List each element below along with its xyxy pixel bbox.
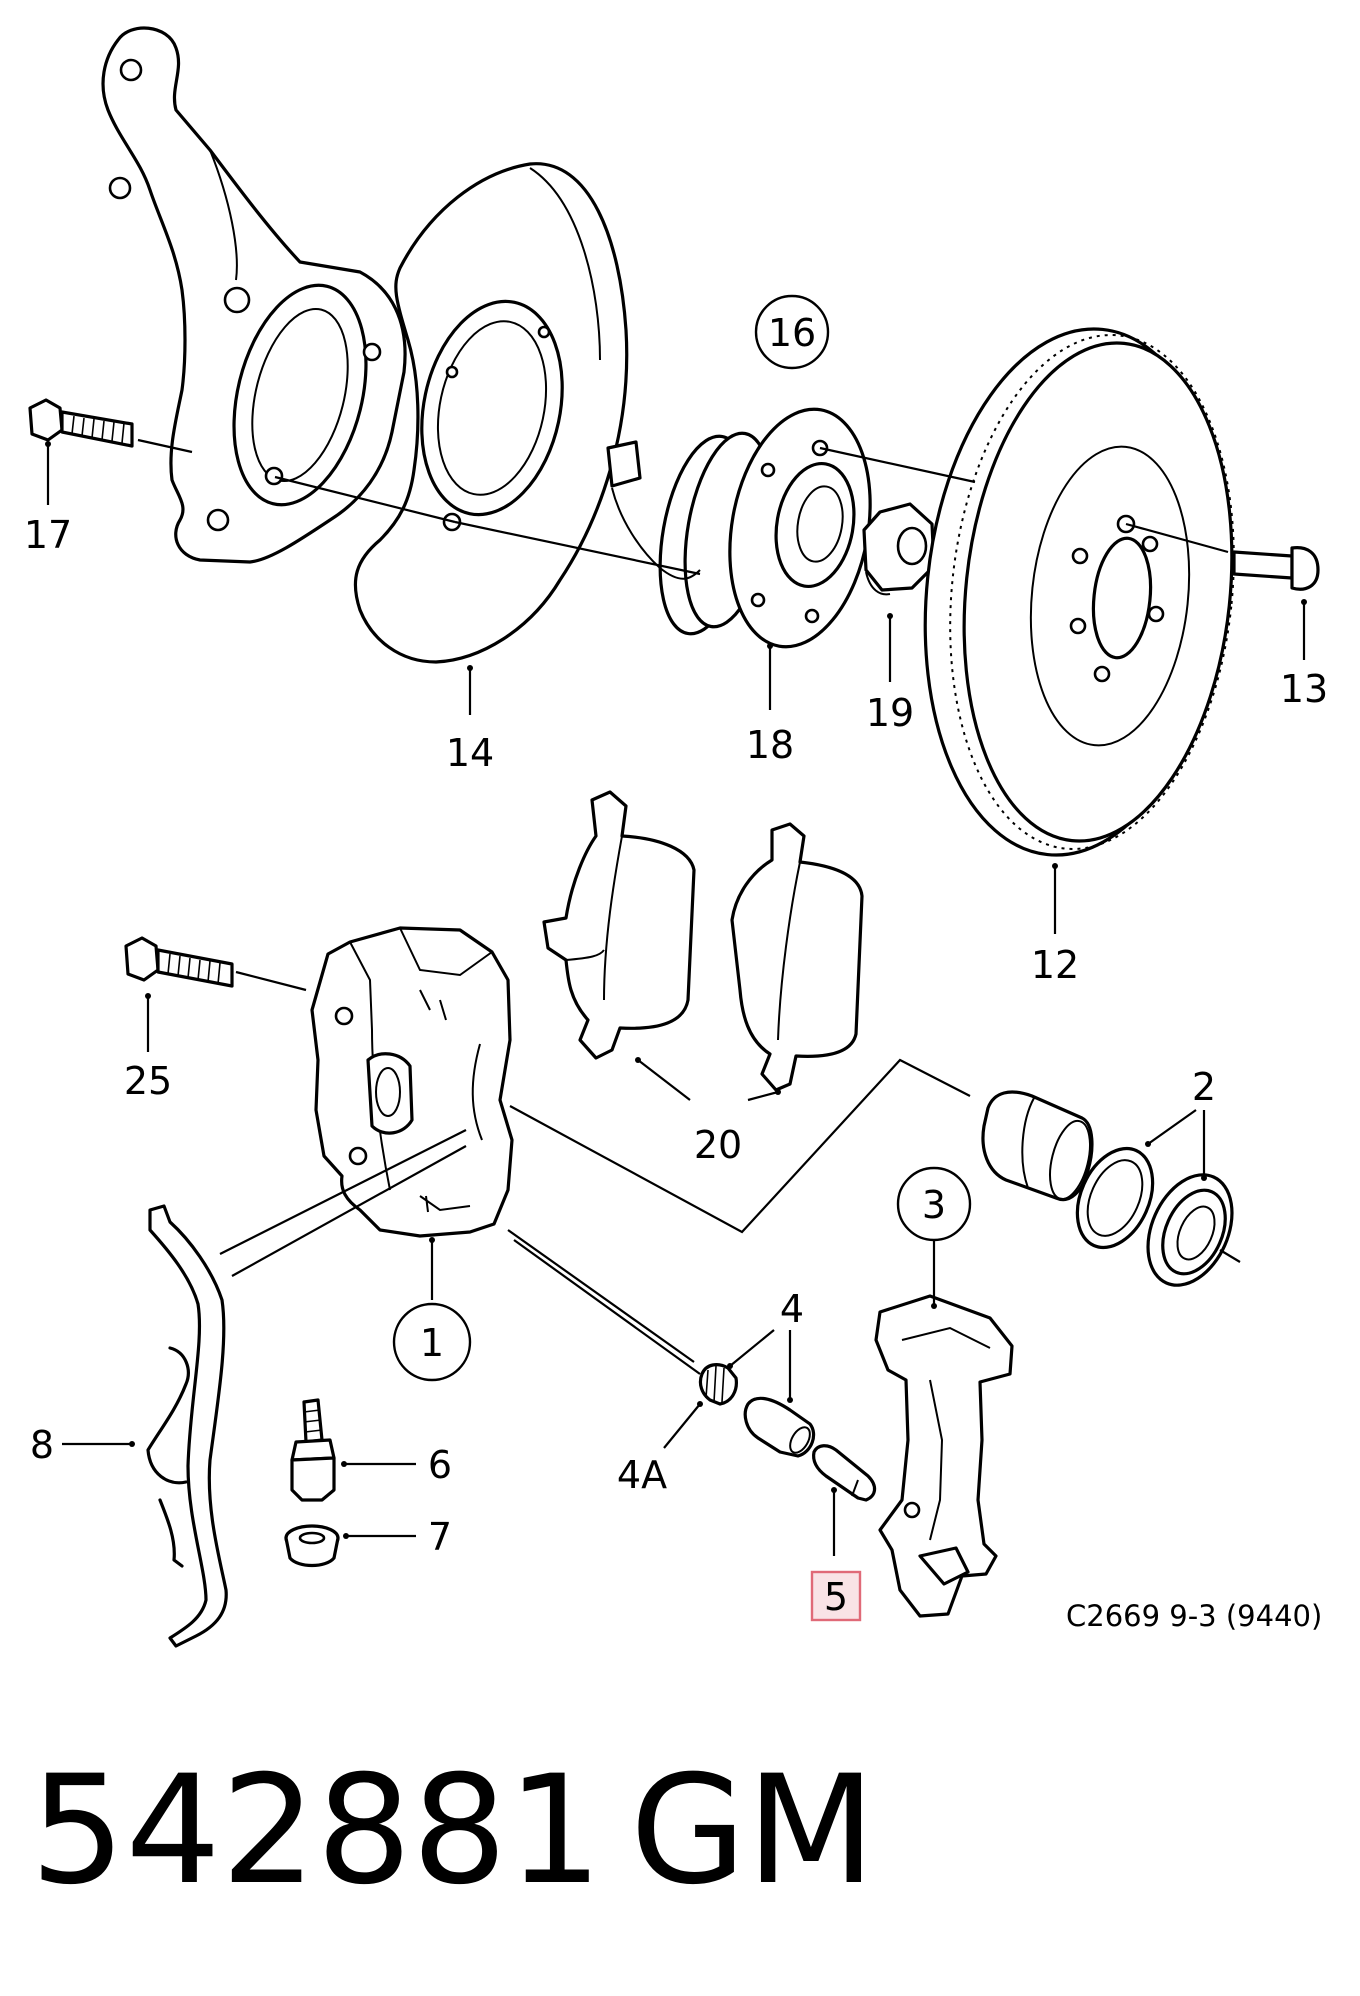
guide-pin-cap	[698, 1363, 738, 1406]
label-12: 12	[1031, 943, 1079, 987]
label-4a: 4A	[617, 1453, 667, 1497]
label-16: 16	[768, 311, 816, 355]
wheel-hub	[606, 407, 872, 649]
connector-lines	[137, 438, 1241, 1375]
hub-nut	[862, 502, 936, 596]
dust-shield	[353, 162, 629, 664]
stud-cap	[284, 1524, 340, 1568]
label-2: 2	[1192, 1065, 1216, 1109]
bolt-17	[28, 398, 134, 448]
piston-seal	[1075, 1146, 1155, 1250]
highlight-box	[810, 1570, 862, 1622]
label-5: 5	[824, 1575, 848, 1619]
reference-code: C2669 9-3 (9440)	[1066, 1599, 1322, 1633]
label-3: 3	[922, 1183, 946, 1227]
brake-pad-inner	[542, 790, 696, 1060]
dust-boot	[1146, 1173, 1234, 1287]
label-1-circle	[392, 1302, 472, 1382]
caliper-piston	[981, 1090, 1094, 1202]
steering-knuckle	[101, 26, 407, 564]
brake-pad-outer	[730, 822, 864, 1092]
brake-disc	[923, 327, 1235, 857]
label-13: 13	[1280, 667, 1328, 711]
guide-pin-bushing	[743, 1396, 816, 1458]
label-8: 8	[30, 1423, 54, 1467]
part-number: 542881	[30, 1744, 603, 1918]
callout-leaders	[45, 441, 1307, 1556]
footer: 542881 GM	[30, 1744, 876, 1918]
guide-pin	[812, 1444, 877, 1502]
label-16-circle	[754, 294, 830, 370]
label-20: 20	[694, 1123, 742, 1167]
label-7: 7	[428, 1515, 452, 1559]
label-1: 1	[420, 1321, 444, 1365]
bolt-13	[1232, 546, 1320, 591]
label-3-circle	[896, 1166, 972, 1242]
label-18: 18	[746, 723, 794, 767]
brand: GM	[630, 1744, 876, 1918]
label-4: 4	[780, 1287, 804, 1331]
label-19: 19	[866, 691, 914, 735]
caliper-bracket	[874, 1294, 1014, 1618]
bolt-25	[124, 936, 234, 988]
label-6: 6	[428, 1443, 452, 1487]
callout-labels: 17 14 16 18 19 13 12 25 20 2 3 1 4 4A 5 …	[24, 294, 1328, 1633]
label-25: 25	[124, 1059, 172, 1103]
caliper-housing	[310, 926, 514, 1238]
bleed-stud	[290, 1398, 336, 1502]
label-17: 17	[24, 513, 72, 557]
label-14: 14	[446, 731, 494, 775]
spring-clip	[146, 1204, 228, 1648]
